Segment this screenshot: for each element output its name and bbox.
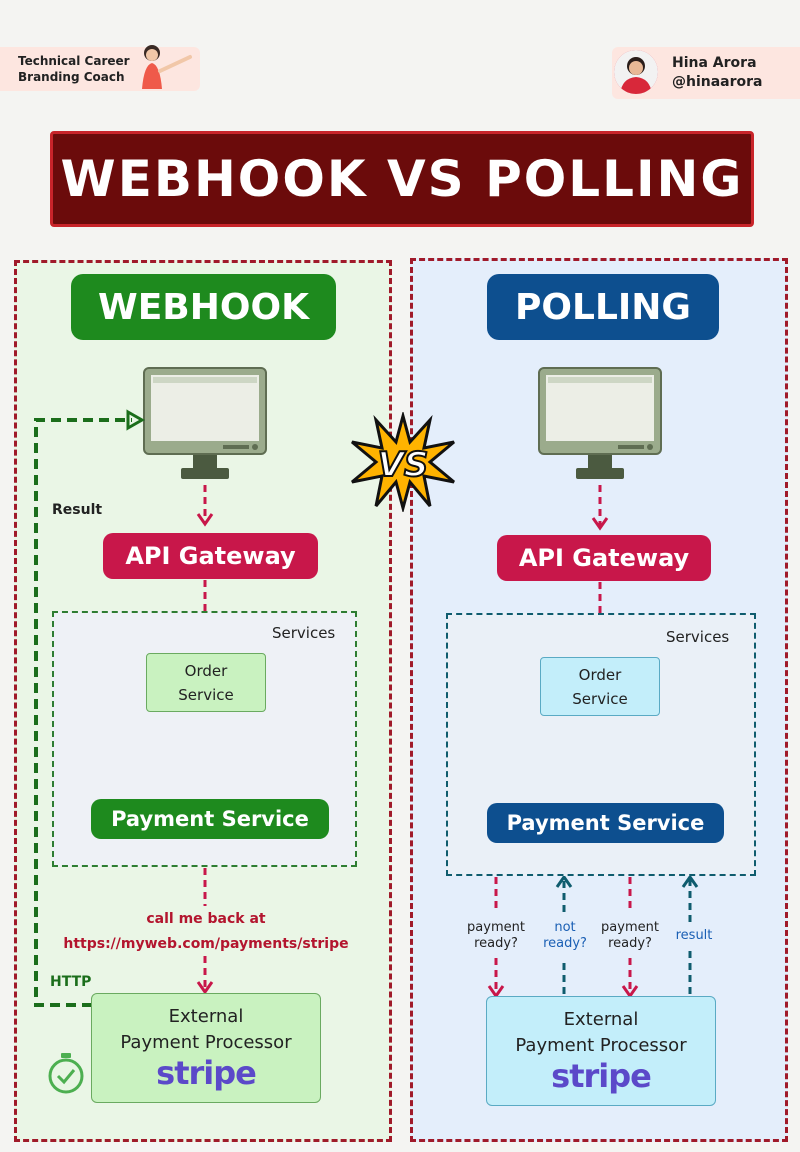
poll-not-ready-line-2: ready? xyxy=(543,936,587,951)
polling-external-line-2: Payment Processor xyxy=(515,1035,687,1056)
poll-payment-ready-1: payment ready? xyxy=(456,920,536,952)
coach-line-2: Branding Coach xyxy=(18,70,125,84)
stopwatch-icon xyxy=(48,1053,84,1094)
webhook-payment-service: Payment Service xyxy=(91,799,329,839)
http-label: HTTP xyxy=(50,974,92,990)
author-badge: Hina Arora @hinaarora xyxy=(612,47,800,99)
polling-payment-service: Payment Service xyxy=(487,803,724,843)
author-avatar xyxy=(614,50,658,94)
polling-api-gateway: API Gateway xyxy=(497,535,711,581)
polling-services-label: Services xyxy=(666,628,730,646)
callback-url: https://myweb.com/payments/stripe xyxy=(63,936,349,952)
poll-payment-ready-2-line-2: ready? xyxy=(608,936,652,951)
webhook-external-line-2: Payment Processor xyxy=(120,1032,292,1053)
poll-payment-ready-2: payment ready? xyxy=(590,920,670,952)
poll-result-label: result xyxy=(675,928,713,943)
webhook-order-line-1: Order xyxy=(184,661,228,680)
webhook-external-processor: External Payment Processor stripe xyxy=(91,993,321,1103)
poll-payment-ready-1-line-1: payment xyxy=(467,920,525,935)
polling-order-line-1: Order xyxy=(578,665,622,684)
coach-line-1: Technical Career xyxy=(18,54,130,68)
vs-label: VS xyxy=(378,445,429,485)
polling-monitor-icon xyxy=(538,367,662,479)
vs-burst-icon: VS xyxy=(351,412,455,512)
polling-heading: POLLING xyxy=(487,274,719,340)
poll-payment-ready-2-line-1: payment xyxy=(601,920,659,935)
coach-figure-icon xyxy=(142,45,192,89)
coach-badge: Technical Career Branding Coach xyxy=(0,45,200,91)
webhook-monitor-icon xyxy=(143,367,267,479)
webhook-heading: WEBHOOK xyxy=(71,274,336,340)
webhook-api-gateway: API Gateway xyxy=(103,533,318,579)
author-handle: @hinaarora xyxy=(672,74,763,90)
webhook-result-label: Result xyxy=(52,502,103,518)
webhook-stripe-logo: stripe xyxy=(156,1054,257,1092)
polling-order-line-2: Service xyxy=(572,689,628,708)
webhook-order-line-2: Service xyxy=(178,685,234,704)
poll-not-ready: not ready? xyxy=(534,920,596,952)
author-name: Hina Arora xyxy=(672,55,757,71)
polling-external-line-1: External xyxy=(563,1009,639,1030)
polling-order-service: Order Service xyxy=(540,657,660,716)
poll-payment-ready-1-line-2: ready? xyxy=(474,936,518,951)
callback-text-1: call me back at xyxy=(146,911,266,927)
polling-stripe-logo: stripe xyxy=(551,1057,652,1095)
webhook-services-label: Services xyxy=(272,624,336,642)
webhook-external-line-1: External xyxy=(168,1006,244,1027)
poll-not-ready-line-1: not xyxy=(554,920,576,935)
page-title: WEBHOOK VS POLLING xyxy=(50,131,754,227)
webhook-order-service: Order Service xyxy=(146,653,266,712)
polling-external-processor: External Payment Processor stripe xyxy=(486,996,716,1106)
